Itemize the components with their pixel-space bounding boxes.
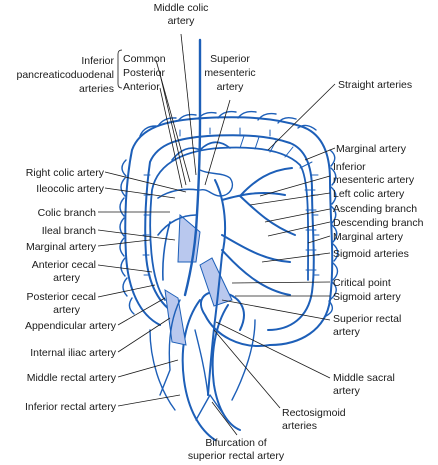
shaded-area-sigmoid	[199, 257, 233, 307]
label-colic-branch: Colic branch	[38, 207, 97, 219]
haustra-left	[119, 159, 135, 315]
label-common: Common	[123, 53, 166, 65]
label-right-colic: Right colic artery	[26, 167, 105, 179]
leader-lines	[97, 33, 336, 436]
label-appendicular: Appendicular artery	[25, 320, 117, 332]
label-critical-point: Critical point	[333, 277, 391, 289]
haustra-top	[139, 110, 317, 137]
haustra-inner	[142, 127, 320, 276]
bracket	[117, 49, 123, 89]
label-ileocolic: Ileocolic artery	[36, 183, 104, 195]
label-ileal-branch: Ileal branch	[42, 225, 96, 237]
label-posterior: Posterior	[123, 67, 166, 79]
label-inferior-rectal: Inferior rectal artery	[25, 401, 117, 413]
label-descending-branch: Descending branch	[333, 217, 424, 229]
label-marginal-artery-right: Marginal artery	[336, 143, 407, 155]
label-left-colic: Left colic artery	[333, 188, 405, 200]
label-internal-iliac: Internal iliac artery	[30, 347, 117, 359]
haustra-right	[325, 149, 339, 317]
arteries	[149, 38, 317, 421]
label-middle-rectal: Middle rectal artery	[27, 372, 117, 384]
colon-outline	[119, 110, 339, 441]
label-marginal-artery-right2: Marginal artery	[333, 231, 404, 243]
shaded-area-rectal	[164, 289, 187, 346]
label-straight-arteries: Straight arteries	[338, 79, 412, 91]
label-sigmoid-arteries: Sigmoid arteries	[333, 248, 409, 260]
label-anterior: Anterior	[123, 81, 160, 93]
label-marginal-artery-left: Marginal artery	[26, 241, 97, 253]
label-ascending-branch: Ascending branch	[333, 203, 417, 215]
label-sigmoid-artery: Sigmoid artery	[333, 291, 401, 303]
